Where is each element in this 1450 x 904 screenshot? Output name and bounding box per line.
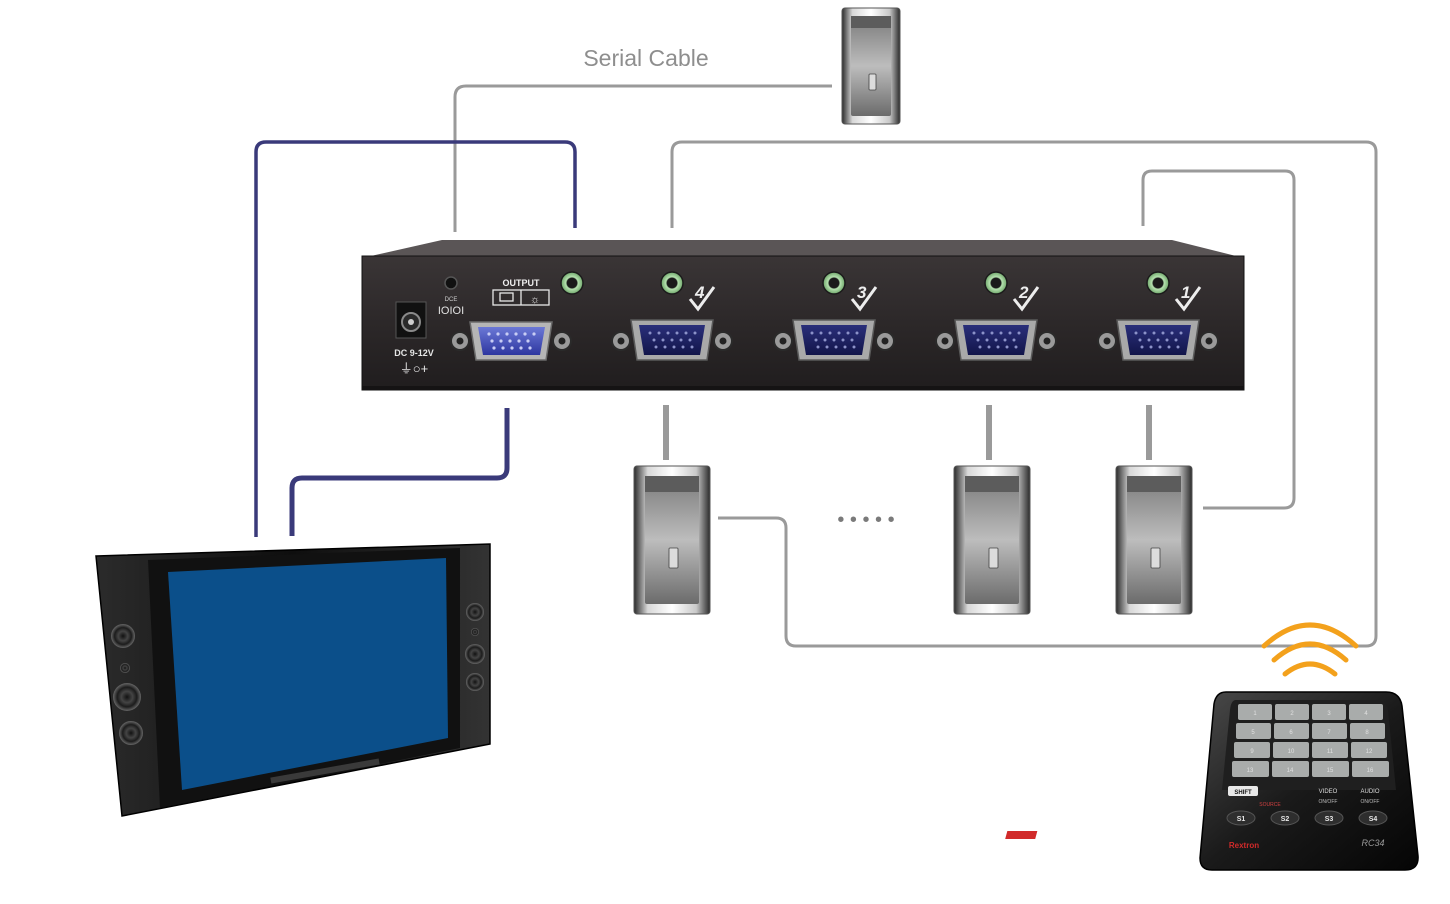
pc-port-2 [953, 465, 1031, 615]
serial-cable [453, 84, 832, 232]
key-1: 1 [1253, 711, 1257, 717]
serial-cable-label: Serial Cable [583, 45, 708, 71]
monitor [95, 543, 491, 817]
pc-serial-host [841, 7, 901, 125]
key-15: 15 [1327, 768, 1334, 774]
key-3: 3 [1327, 711, 1331, 717]
remote-model: RC34 [1361, 838, 1384, 848]
input-port-1: 1 [1097, 271, 1219, 361]
monitor-icon [499, 292, 514, 302]
checkmark-icon [1174, 286, 1202, 312]
input-port-4: 4 [611, 271, 733, 361]
remote-source-buttons: S1 S2 S3 S4 [1226, 810, 1388, 826]
key-7: 7 [1327, 730, 1331, 736]
key-12: 12 [1366, 749, 1373, 755]
remote-keypad: 1 2 3 4 5 6 7 8 9 10 11 12 13 14 15 16 [1232, 704, 1389, 777]
remote-s2: S2 [1281, 816, 1290, 823]
key-8: 8 [1365, 730, 1369, 736]
output-vga-port [450, 321, 572, 361]
pc-port-1 [1115, 465, 1193, 615]
key-10: 10 [1288, 749, 1295, 755]
monitor-vga-cable [289, 408, 510, 536]
remote-audio-label: AUDIO [1360, 789, 1379, 795]
monitor-audio-cable [254, 140, 577, 537]
cables [254, 84, 1378, 648]
port-number-2: 2 [1018, 283, 1029, 302]
checkmark-icon [850, 286, 878, 312]
dce-port: DCE IOIOI [438, 276, 464, 317]
remote-source-label: SOURCE [1259, 802, 1281, 808]
keyboard-mouse-icon: ☼ [530, 294, 540, 306]
monitor-screen [168, 558, 448, 790]
pc-port-4 [633, 465, 711, 615]
output-audio-jack [560, 271, 584, 295]
more-computers-ellipsis: • • • • • [837, 509, 894, 531]
dce-label: DCE [445, 297, 458, 303]
remote-cable [670, 140, 1378, 648]
remote-s1: S1 [1237, 816, 1246, 823]
key-14: 14 [1287, 768, 1294, 774]
remote-shift-label: SHIFT [1234, 790, 1252, 796]
power-polarity-icon: ⏚○+ [400, 361, 428, 376]
power-label: DC 9-12V [394, 348, 434, 358]
key-2: 2 [1290, 711, 1294, 717]
dce-symbol: IOIOI [438, 305, 464, 317]
port-number-4: 4 [694, 283, 705, 302]
key-11: 11 [1327, 749, 1334, 755]
signal-waves-icon [1261, 622, 1359, 677]
checkmark-icon [688, 286, 716, 312]
key-13: 13 [1247, 768, 1254, 774]
remote-onoff-label-audio: ON/OFF [1361, 799, 1380, 805]
input-port-3: 3 [773, 271, 895, 361]
right-speaker [465, 603, 485, 691]
remote-onoff-label-video: ON/OFF [1319, 799, 1338, 805]
power-jack: DC 9-12V ⏚○+ [394, 301, 434, 376]
key-6: 6 [1289, 730, 1293, 736]
remote-control: 1 2 3 4 5 6 7 8 9 10 11 12 13 14 15 16 S… [1005, 691, 1419, 871]
remote-s3: S3 [1325, 816, 1334, 823]
input-port-2: 2 [935, 271, 1057, 361]
remote-s4: S4 [1369, 816, 1378, 823]
checkmark-icon [1012, 286, 1040, 312]
key-5: 5 [1251, 730, 1255, 736]
left-speaker [111, 624, 143, 745]
key-4: 4 [1364, 711, 1368, 717]
port-number-3: 3 [857, 283, 867, 302]
pc1-audio-cable [1141, 169, 1296, 510]
key-16: 16 [1367, 768, 1374, 774]
output-icons: ☼ [492, 289, 550, 306]
key-9: 9 [1250, 749, 1254, 755]
output-label: OUTPUT [503, 278, 541, 288]
remote-brand: Rextron [1229, 841, 1259, 850]
remote-video-label: VIDEO [1319, 789, 1338, 795]
kvm-switch: DC 9-12V ⏚○+ DCE IOIOI OUTPUT ☼ [361, 240, 1245, 391]
rextron-logo-icon [1005, 831, 1038, 839]
port-number-1: 1 [1181, 283, 1190, 302]
